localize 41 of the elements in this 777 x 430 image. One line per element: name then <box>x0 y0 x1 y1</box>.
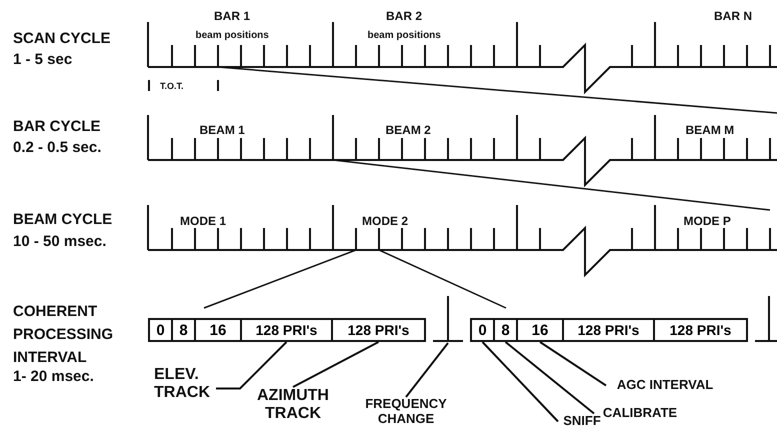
bar-label: BAR 1 <box>214 10 250 24</box>
cycle-label: 1 - 5 sec <box>13 51 72 68</box>
interval-cell: 128 PRI's <box>331 318 426 342</box>
beam-label: BEAM 1 <box>200 124 245 138</box>
callout-label: AGC INTERVAL <box>606 378 724 393</box>
interval-cell: 128 PRI's <box>240 318 333 342</box>
interval-cell: 8 <box>171 318 196 342</box>
leader-line <box>216 341 288 390</box>
sub-label: beam positions <box>368 30 441 42</box>
interval-cell: 0 <box>148 318 173 342</box>
leader-line <box>405 342 449 398</box>
beam-label: BEAM M <box>686 124 734 138</box>
interval-cell: 16 <box>194 318 242 342</box>
cycle-label: COHERENT PROCESSING INTERVAL <box>13 302 114 368</box>
leader-line <box>482 341 559 422</box>
sub-label: beam positions <box>196 30 269 42</box>
bar-label: BAR N <box>714 10 752 24</box>
leader-line <box>539 341 607 386</box>
interval-cell: 128 PRI's <box>653 318 748 342</box>
cycle-label: 0.2 - 0.5 sec. <box>13 139 102 156</box>
callout-label: FREQUENCY CHANGE <box>356 397 456 427</box>
cycle-label: 1- 20 msec. <box>13 368 94 386</box>
tick-mark <box>433 296 463 343</box>
cycle-label: BAR CYCLE <box>13 118 101 136</box>
callout-label: AZIMUTH TRACK <box>252 387 334 424</box>
beam-label: BEAM 2 <box>386 124 431 138</box>
cycle-label: 10 - 50 msec. <box>13 233 106 250</box>
bar-label: BAR 2 <box>386 10 422 24</box>
leader-line <box>292 341 379 388</box>
interval-cell: 128 PRI's <box>562 318 655 342</box>
mode-label: MODE P <box>684 215 731 229</box>
interval-cell: 0 <box>470 318 495 342</box>
interval-cell: 8 <box>493 318 518 342</box>
mode-label: MODE 1 <box>180 215 226 229</box>
interval-label: T.O.T. <box>160 81 184 92</box>
leader-line <box>504 341 595 414</box>
callout-label: ELEV. TRACK <box>154 366 216 403</box>
cycle-label: BEAM CYCLE <box>13 211 112 228</box>
interval-cell: 16 <box>516 318 564 342</box>
cycle-label: SCAN CYCLE <box>13 30 111 48</box>
mode-label: MODE 2 <box>362 215 408 229</box>
